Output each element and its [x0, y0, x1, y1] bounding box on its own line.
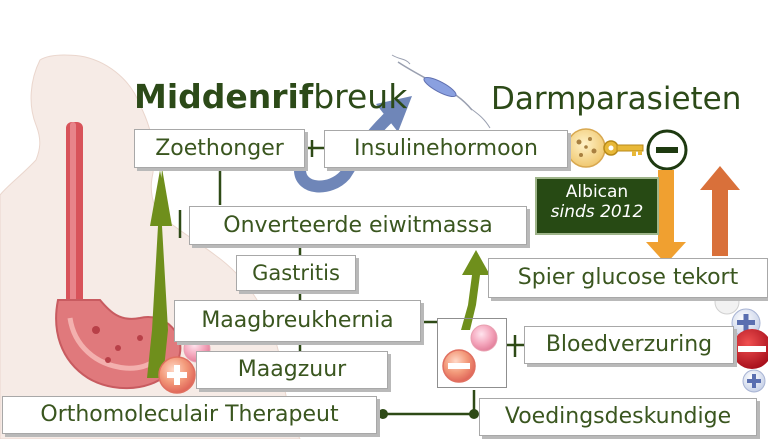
node-spier-glucose-tekort: Spier glucose tekort [488, 258, 768, 298]
key-icon [603, 140, 644, 156]
balance-sign-box [437, 318, 507, 388]
upward-arrow-icon [700, 166, 740, 256]
albican-name: Albican [565, 182, 629, 202]
minus-sign-icon [442, 349, 476, 383]
plus-sign-icon [742, 369, 766, 393]
node-voedingsdeskundige: Voedingsdeskundige [479, 398, 757, 436]
node-orthomoleculair-therapeut: Orthomoleculair Therapeut [2, 396, 377, 434]
hernia-title-bold: Middenrif [134, 77, 314, 116]
parasites-title: Darmparasieten [491, 81, 742, 117]
plus-sign-icon [158, 356, 196, 394]
node-insulinehormoon: Insulinehormoon [324, 130, 568, 168]
connector-lines [178, 140, 524, 416]
node-maagzuur: Maagzuur [196, 351, 388, 389]
upward-arrow-icon [158, 168, 172, 226]
parasite-worm-icon [391, 54, 491, 129]
node-bloedverzuring: Bloedverzuring [524, 326, 734, 364]
connector-node [469, 409, 479, 419]
node-gastritis: Gastritis [236, 255, 356, 291]
digestive-tract-icon [55, 122, 182, 390]
minus-sign-icon [646, 129, 688, 171]
albican-badge: Albican sinds 2012 [535, 177, 659, 235]
hernia-title: Middenrifbreuk [134, 80, 407, 113]
albican-since: sinds 2012 [550, 201, 644, 222]
bubble-icon [470, 324, 498, 352]
node-onverteerde-eiwitmassa: Onverteerde eiwitmassa [189, 206, 527, 245]
hernia-title-rest: breuk [313, 77, 408, 116]
minus-sign-icon [732, 329, 768, 369]
connector-node [378, 409, 388, 419]
downward-arrow-icon [646, 170, 686, 264]
curved-arrow-icon [376, 96, 412, 132]
upward-arrow-icon [461, 250, 490, 330]
node-zoethonger: Zoethonger [134, 129, 305, 168]
node-maagbreukhernia: Maagbreukhernia [174, 300, 421, 342]
nutrient-cell-icon [566, 128, 606, 168]
